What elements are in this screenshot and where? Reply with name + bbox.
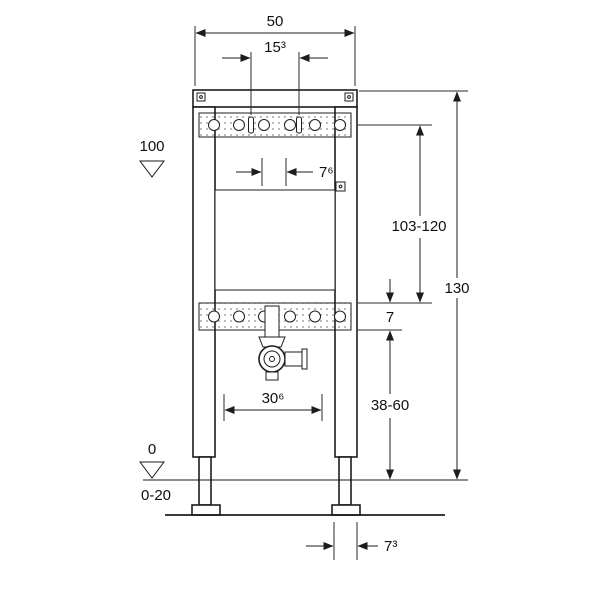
rail-fitting <box>335 181 346 192</box>
level-triangle-icon <box>139 160 165 178</box>
drain-pipe-lower <box>265 371 279 381</box>
dim-label-top-width: 50 <box>267 13 284 30</box>
upper-plate-left-slot <box>248 116 254 134</box>
upper-mounting-plate <box>198 112 352 138</box>
left-leg <box>198 456 212 506</box>
dim-label-upper-level: 100 <box>139 138 164 155</box>
dim-label-lower-hole-spacing: 30⁶ <box>262 390 285 407</box>
drain-trap-center-icon <box>269 356 275 362</box>
dimension-lower-hole-spacing: 30⁶ <box>223 390 323 421</box>
top-right-screw-dot-icon <box>347 95 351 99</box>
left-foot <box>191 504 221 516</box>
dim-label-foot-depth: 7³ <box>384 538 397 555</box>
dimension-top-width: 50 <box>194 13 356 86</box>
drain-pipe-upper <box>264 305 280 338</box>
floor-level-triangle-icon <box>139 461 165 479</box>
right-foot <box>331 504 361 516</box>
top-left-screw-dot-icon <box>199 95 203 99</box>
level-mark-100: 100 <box>139 138 165 178</box>
dimension-mounting-height-range: 103-120 <box>358 124 447 304</box>
dim-label-mounting-height-range: 103-120 <box>391 218 446 235</box>
top-crossbar <box>192 89 358 108</box>
dimension-frame-height: 130 <box>359 90 470 480</box>
rail-fitting-dot-icon <box>338 184 343 189</box>
drain-trap-body <box>258 345 286 373</box>
dimension-trap-height-range: 38-60 <box>371 330 409 480</box>
top-left-screw-icon <box>196 92 206 102</box>
left-rail <box>192 106 216 458</box>
dim-label-top-hole-spacing: 15³ <box>264 39 286 56</box>
dim-label-plate-depth: 7 <box>386 309 394 326</box>
dim-label-frame-height: 130 <box>444 280 469 297</box>
dimension-top-hole-spacing: 15³ <box>222 39 328 115</box>
top-right-screw-icon <box>344 92 354 102</box>
dimension-plate-depth: 7 <box>358 279 402 331</box>
upper-plate-right-slot <box>296 116 302 134</box>
dim-label-trap-height-range: 38-60 <box>371 397 409 414</box>
drain-collar <box>258 336 286 348</box>
dimension-upper-slot-spacing: 7⁶ <box>236 158 334 186</box>
drain-trap-inner <box>263 350 281 368</box>
frame-open-panel <box>214 189 336 291</box>
drain-outlet-pipe <box>284 351 304 367</box>
drain-assembly <box>258 305 308 381</box>
right-rail <box>334 106 358 458</box>
dim-label-upper-slot-spacing: 7⁶ <box>319 164 334 181</box>
dim-label-floor-adjust-range: 0-20 <box>141 487 171 504</box>
dim-label-floor-level: 0 <box>148 441 156 458</box>
dimension-foot-depth: 7³ <box>306 522 397 560</box>
drain-outlet-flange <box>301 348 308 370</box>
right-leg <box>338 456 352 506</box>
level-mark-floor: 0 0-20 <box>139 441 171 504</box>
